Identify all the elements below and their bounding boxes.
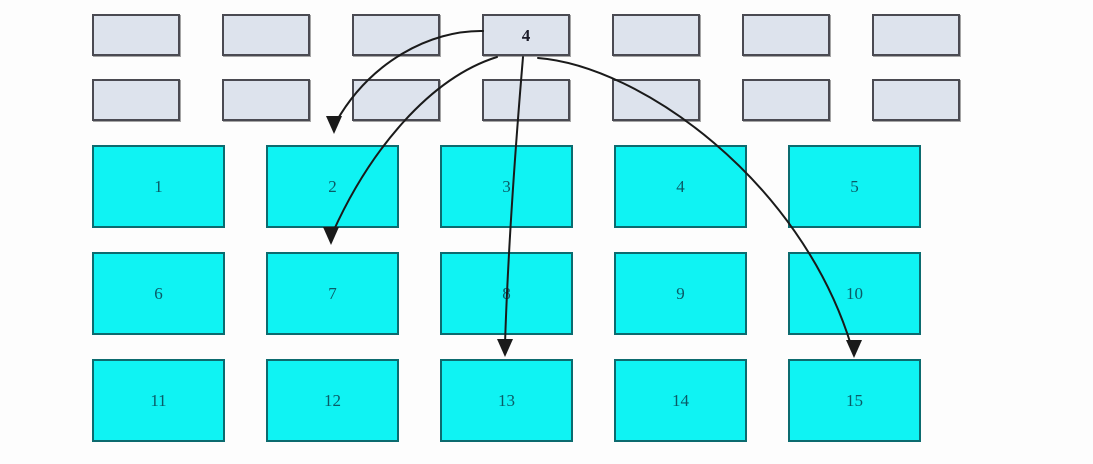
cyan-box-label: 6 — [154, 284, 163, 303]
cyan-box-label: 4 — [676, 177, 685, 196]
gray-box-r2-c6[interactable] — [742, 79, 830, 121]
cyan-box-label: 8 — [502, 284, 511, 303]
arrow-head — [323, 227, 339, 245]
cyan-box-5[interactable]: 5 — [788, 145, 921, 228]
cyan-box-label: 1 — [154, 177, 163, 196]
gray-box-r1-c7[interactable] — [872, 14, 960, 56]
gray-box-r1-c4[interactable]: 4 — [482, 14, 570, 56]
cyan-box-2[interactable]: 2 — [266, 145, 399, 228]
cyan-box-label: 9 — [676, 284, 685, 303]
cyan-box-11[interactable]: 11 — [92, 359, 225, 442]
gray-box-r2-c3[interactable] — [352, 79, 440, 121]
cyan-box-label: 5 — [850, 177, 859, 196]
cyan-box-label: 15 — [846, 391, 863, 410]
gray-box-r2-c2[interactable] — [222, 79, 310, 121]
cyan-box-3[interactable]: 3 — [440, 145, 573, 228]
gray-box-label: 4 — [521, 25, 531, 45]
cyan-box-4[interactable]: 4 — [614, 145, 747, 228]
cyan-box-label: 7 — [328, 284, 337, 303]
gray-box-r1-c3[interactable] — [352, 14, 440, 56]
arrow-head — [846, 340, 862, 358]
gray-box-r1-c1[interactable] — [92, 14, 180, 56]
cyan-box-12[interactable]: 12 — [266, 359, 399, 442]
cyan-box-label: 3 — [502, 177, 511, 196]
cyan-box-10[interactable]: 10 — [788, 252, 921, 335]
cyan-box-label: 13 — [498, 391, 515, 410]
cyan-box-label: 12 — [324, 391, 341, 410]
arrow-head — [497, 339, 513, 357]
gray-box-r2-c4[interactable] — [482, 79, 570, 121]
gray-box-r2-c1[interactable] — [92, 79, 180, 121]
gray-box-r2-c7[interactable] — [872, 79, 960, 121]
cyan-box-label: 11 — [150, 391, 167, 410]
cyan-box-1[interactable]: 1 — [92, 145, 225, 228]
cyan-box-9[interactable]: 9 — [614, 252, 747, 335]
arrow-head — [326, 116, 342, 134]
gray-box-r1-c5[interactable] — [612, 14, 700, 56]
cyan-box-8[interactable]: 8 — [440, 252, 573, 335]
cyan-box-label: 14 — [672, 391, 689, 410]
cyan-box-label: 10 — [846, 284, 863, 303]
cyan-box-7[interactable]: 7 — [266, 252, 399, 335]
cyan-box-label: 2 — [328, 177, 337, 196]
cyan-box-6[interactable]: 6 — [92, 252, 225, 335]
gray-box-r2-c5[interactable] — [612, 79, 700, 121]
gray-box-r1-c2[interactable] — [222, 14, 310, 56]
gray-box-r1-c6[interactable] — [742, 14, 830, 56]
cyan-box-14[interactable]: 14 — [614, 359, 747, 442]
cyan-box-15[interactable]: 15 — [788, 359, 921, 442]
cyan-box-13[interactable]: 13 — [440, 359, 573, 442]
